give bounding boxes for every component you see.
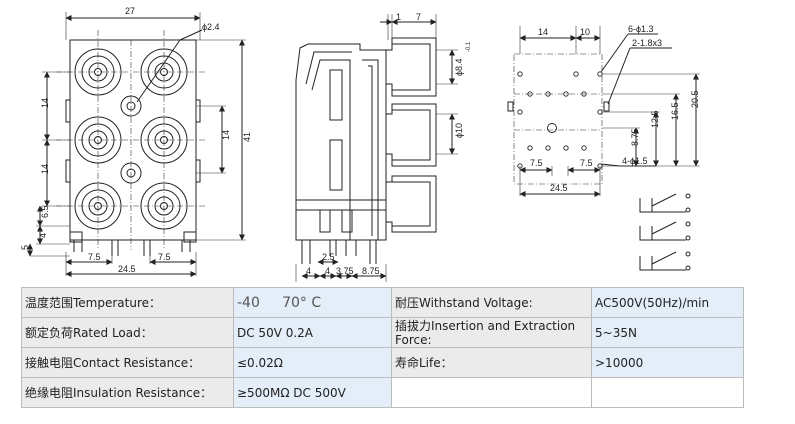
dim-side-bot25: 2.5 — [322, 252, 335, 262]
dim-side-top1: 1 — [396, 12, 401, 22]
dim-pcb-h75b: 7.5 — [580, 158, 593, 168]
dim-front-height: 41 — [242, 132, 252, 142]
dim-side-bot4a: 4 — [306, 266, 311, 276]
spec-label: 插拔力Insertion and Extraction Force: — [391, 317, 592, 348]
spec-value: AC500V(50Hz)/min — [591, 287, 744, 318]
dim-front-pin5: 5 — [20, 245, 30, 250]
dim-pcb-slots2: 2-1.8x3 — [632, 38, 662, 48]
spec-row: 接触电阻Contact Resistance： ≤0.02Ω 寿命Life： >… — [21, 347, 744, 378]
dim-front-right14: 14 — [221, 130, 231, 140]
dim-pcb-top10: 10 — [580, 27, 590, 37]
spec-label: 绝缘电阻Insulation Resistance： — [21, 377, 234, 408]
dim-side-bot375: 3.75 — [336, 266, 354, 276]
dim-pcb-top14: 14 — [538, 27, 548, 37]
dim-pcb-v125: 12.5 — [650, 110, 660, 128]
dim-side-dia84: ϕ8.4 — [454, 58, 464, 76]
spec-value: 5~35N — [591, 317, 744, 348]
spec-label: 接触电阻Contact Resistance： — [21, 347, 234, 378]
dim-front-bottom-75b: 7.5 — [158, 252, 171, 262]
pcb-layout-view: 14 10 6-ϕ1.3 2-1.8x3 4-ϕ1.5 8.75 — [507, 24, 700, 197]
spec-value: ≥500MΩ DC 500V — [233, 377, 392, 408]
dim-side-bot4b: 4 — [325, 266, 330, 276]
dim-side-top7: 7 — [416, 12, 421, 22]
dim-side-dia84-tol: -0.1 — [466, 41, 472, 52]
dim-front-offset: 6.5 — [40, 205, 50, 218]
dim-front-pitch-lower: 14 — [40, 164, 50, 174]
spec-value: >10000 — [591, 347, 744, 378]
technical-drawing: 27 — [20, 6, 700, 282]
dim-pcb-holes4: 4-ϕ1.5 — [622, 156, 648, 166]
spec-table: 温度范围Temperature： -40 70° C 耐压Withstand V… — [21, 287, 744, 408]
spec-row: 额定负荷Rated Load： DC 50V 0.2A 插拔力Insertion… — [21, 317, 744, 348]
dim-pcb-h245: 24.5 — [550, 183, 568, 193]
dim-front-pin4: 4 — [38, 233, 48, 238]
spec-label: 额定负荷Rated Load： — [21, 317, 234, 348]
dim-pcb-holes6: 6-ϕ1.3 — [628, 24, 654, 34]
dim-front-width: 27 — [125, 6, 135, 16]
spec-label: 耐压Withstand Voltage: — [391, 287, 592, 318]
dim-front-hole-dia: ϕ2.4 — [202, 22, 220, 32]
spec-row: 温度范围Temperature： -40 70° C 耐压Withstand V… — [21, 287, 744, 318]
spec-label — [391, 377, 592, 408]
dim-front-bottom-75a: 7.5 — [88, 252, 101, 262]
dim-side-bot875: 8.75 — [362, 266, 380, 276]
spec-label: 温度范围Temperature： — [21, 287, 234, 318]
side-view: 1 7 ϕ8.4 -0.1 ϕ10 — [295, 12, 472, 282]
dim-front-pitch-upper: 14 — [40, 98, 50, 108]
switch-schematic — [639, 193, 691, 271]
spec-row: 绝缘电阻Insulation Resistance： ≥500MΩ DC 500… — [21, 377, 744, 408]
dim-pcb-h75a: 7.5 — [530, 158, 543, 168]
front-view: 27 — [20, 6, 252, 277]
spec-label: 寿命Life： — [391, 347, 592, 378]
spec-value: -40 70° C — [233, 287, 392, 318]
dim-pcb-v205: 20.5 — [690, 90, 700, 108]
dim-side-dia10: ϕ10 — [454, 123, 464, 138]
spec-value: ≤0.02Ω — [233, 347, 392, 378]
dim-front-bottom-245: 24.5 — [118, 264, 136, 274]
dim-pcb-v875: 8.75 — [630, 128, 640, 146]
spec-value: DC 50V 0.2A — [233, 317, 392, 348]
spec-value — [591, 377, 744, 408]
dim-pcb-v165: 16.5 — [670, 102, 680, 120]
